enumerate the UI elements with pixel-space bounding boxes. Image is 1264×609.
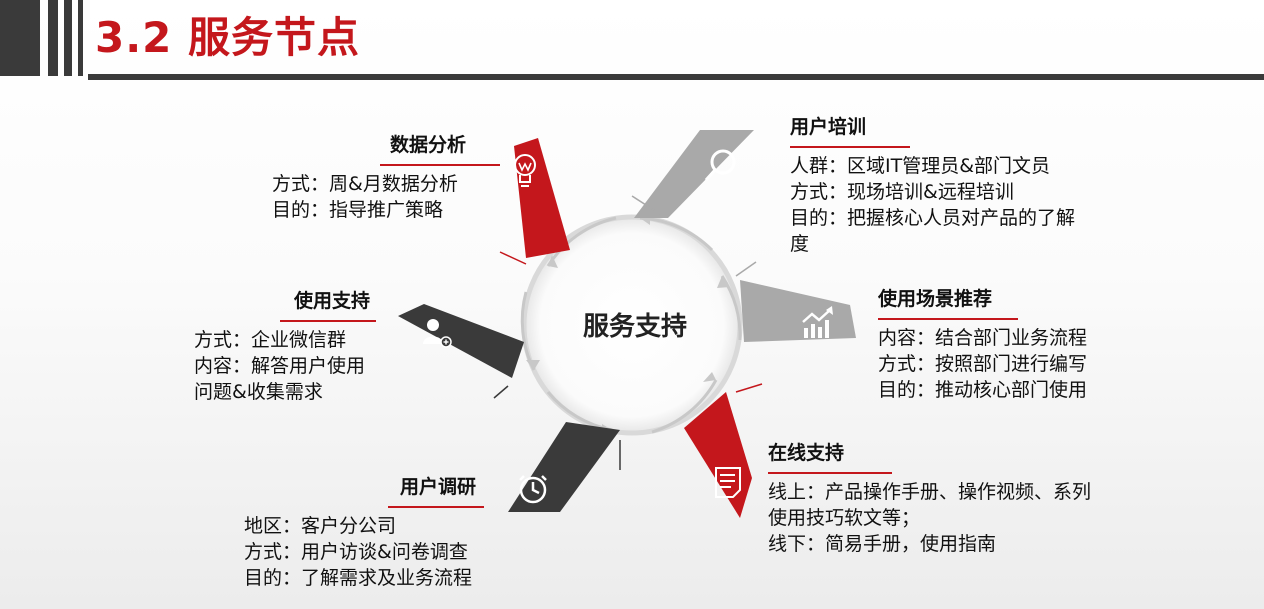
node-text: 内容：解答用户使用 [194,355,366,377]
arrowhead-6 [717,276,730,288]
user-add-icon [423,319,452,348]
heading-underline [768,472,892,474]
blade-usage-support [398,304,524,378]
bar-2 [48,0,58,76]
node-text: 地区：客户分公司 [244,515,397,537]
slide-header: 3.2 服务节点 [0,0,1264,82]
arrowhead-3 [526,360,540,370]
node-text: 使用技巧软文等； [768,507,921,529]
search-icon [704,149,736,182]
node-heading: 数据分析 [390,134,467,156]
trend-chart-icon [802,306,833,338]
node-heading: 用户调研 [400,476,477,498]
header-underline [88,74,1264,80]
node-heading: 用户培训 [790,116,867,138]
bar-3 [64,0,72,76]
document-icon [715,467,741,498]
node-heading: 在线支持 [768,442,845,464]
arrowhead-5 [703,372,716,382]
node-heading: 使用场景推荐 [878,288,993,310]
arrowhead-2 [548,255,558,268]
lightbulb-icon [514,154,536,187]
node-text: 问题&收集需求 [194,381,323,403]
center-label: 服务支持 [582,312,687,342]
blade-online [684,392,752,518]
node-text: 内容：结合部门业务流程 [878,327,1088,349]
slide-title: 3.2 服务节点 [95,13,361,62]
node-text: 度 [790,233,810,255]
node-user-research: 用户调研 地区：客户分公司 方式：用户访谈&问卷调查 目的：了解需求及业务流程 [244,474,484,591]
node-data-analysis: 数据分析 方式：周&月数据分析 目的：指导推广策略 [272,132,500,223]
bar-4 [78,0,83,76]
node-scenario: 使用场景推荐 内容：结合部门业务流程 方式：按照部门进行编写 目的：推动核心部门… [878,286,1087,403]
heading-underline [280,320,376,322]
node-text: 目的：了解需求及业务流程 [244,567,473,589]
blade-scenario [740,280,856,342]
cycle-arc-5 [651,379,718,434]
node-heading: 使用支持 [294,290,371,312]
heading-underline [790,146,910,148]
heading-underline [380,164,500,166]
node-text: 线下：简易手册，使用指南 [768,533,997,555]
node-online-support: 在线支持 线上：产品操作手册、操作视频、系列 使用技巧软文等； 线下：简易手册，… [768,440,1091,557]
clock-icon [519,475,547,504]
node-text: 方式：周&月数据分析 [272,173,458,195]
node-text: 目的：把握核心人员对产品的了解 [790,207,1076,229]
blade-research [508,422,620,512]
bar-1 [0,0,40,76]
node-text: 方式：企业微信群 [194,329,347,351]
node-usage-support: 使用支持 方式：企业微信群 内容：解答用户使用 问题&收集需求 [194,288,376,405]
heading-underline [878,318,1018,320]
node-user-training: 用户培训 人群：区域IT管理员&部门文员 方式：现场培训&远程培训 目的：把握核… [790,114,1075,257]
blade-user-training [634,130,754,218]
node-text: 方式：用户访谈&问卷调查 [244,541,468,563]
node-text: 方式：按照部门进行编写 [878,353,1088,375]
node-text: 方式：现场培训&远程培训 [790,181,1014,203]
node-text: 目的：推动核心部门使用 [878,379,1088,401]
node-text: 人群：区域IT管理员&部门文员 [790,155,1051,177]
node-text: 线上：产品操作手册、操作视频、系列 [768,481,1092,503]
heading-underline [388,506,484,508]
node-text: 目的：指导推广策略 [272,199,444,221]
